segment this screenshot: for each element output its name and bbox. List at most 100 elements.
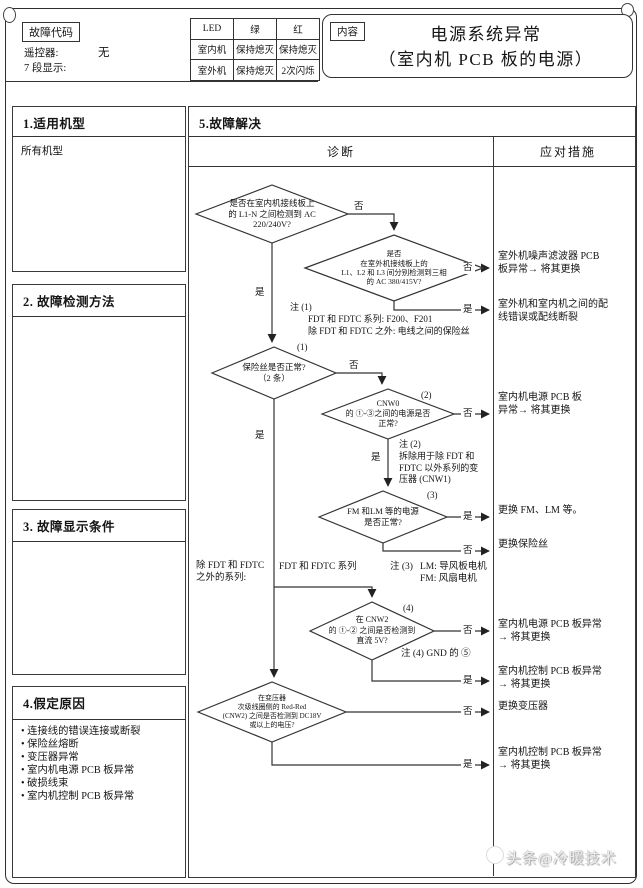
section-1-title: 1.适用机型 [23,117,86,131]
diagnosis-column-header: 诊断 [327,145,356,159]
page-curl-left-icon [3,7,16,23]
label-no-d6: 否 [461,625,475,637]
fault-code-label: 故障代码 [22,22,80,42]
note-1-label: 注 (1) [290,302,312,312]
action-text-7: 室内机控制 PCB 板异常 → 将其更换 [498,666,602,690]
decision-2-text: 是否 在室外机接线板上的 L1、L2 和 L3 间分别检测到三相 的 AC 38… [341,249,447,287]
section-4-rule [13,719,185,720]
section-2-title: 2. 故障检测方法 [23,295,116,309]
label-yes-d2: 是 [461,304,475,316]
content-label: 内容 [330,22,365,41]
connector-d6-yes [371,660,490,686]
note-ref-3: (3) [427,490,438,500]
section-applicable-models: 1.适用机型 所有机型 [12,106,186,272]
action-text-3: 室内机电源 PCB 板 异常→ 将其更换 [498,392,582,416]
page-title-line1: 电源系统异常 [430,25,542,44]
led-cell: 保持熄灭 [276,38,320,60]
section-3-title: 3. 故障显示条件 [23,520,116,534]
section-3-rule [13,541,185,542]
decision-diamond-3 [210,346,338,400]
action-text-4: 更换 FM、LM 等。 [498,505,583,516]
label-no-d2: 否 [461,262,475,274]
note-ref-1: (1) [297,342,308,352]
connector-d7-yes [271,742,490,770]
column-divider [493,136,494,876]
action-text-9: 室内机控制 PCB 板异常 → 将其更换 [498,747,602,771]
section-4-title: 4.假定原因 [23,697,86,711]
action-text-2: 室外机和室内机之间的配 线错误或配线断裂 [498,299,608,323]
led-cell: 保持熄灭 [233,59,277,81]
note-2-label: 注 (2) [399,439,421,449]
assumed-causes-list: • 连接线的错误连接或断裂 • 保险丝熔断 • 变压器异常 • 室内机电源 PC… [21,726,141,802]
connector-d5-no [382,543,490,556]
connector-branch-fdt [274,586,377,598]
label-no-d5: 否 [461,545,475,557]
decision-4-text: CNW0 的 ①-③之间的电源是否 正常? [345,399,431,428]
page-title-line2: （室内机 PCB 板的电源） [378,50,594,69]
decision-3-text: 保险丝是否正常? （2 条） [242,361,306,383]
connector-d1-no [348,213,399,231]
branch-label-fdt: FDT 和 FDTC 系列 [279,562,357,572]
led-cell: 绿 [233,18,277,40]
section-5-title: 5.故障解决 [199,117,262,131]
section-2-rule [13,316,185,317]
title-box [322,14,633,78]
flowchart-canvas [194,184,490,770]
led-cell: 保持熄灭 [233,38,277,60]
label-no-d7: 否 [461,706,475,718]
note-ref-2: (2) [421,390,432,400]
led-cell: 2次闪烁 [276,59,320,81]
label-yes-d3: 是 [253,430,267,442]
section-fault-detection: 2. 故障检测方法 [12,284,186,501]
decision-diamond-6 [308,601,436,661]
connector-d2-yes [393,301,490,315]
note-3-label: 注 (3) [390,562,413,572]
decision-diamond-2 [303,234,485,302]
led-cell: 室内机 [190,38,234,60]
page-title: 电源系统异常 （室内机 PCB 板的电源） [352,22,620,72]
remote-label: 遥控器: [24,48,59,59]
led-status-table: LED 绿 红 室内机 保持熄灭 保持熄灭 室外机 保持熄灭 2次闪烁 [190,18,320,81]
decision-diamond-7 [196,681,348,743]
led-cell: 室外机 [190,59,234,81]
decision-5-text: FM 和LM 等的电源 是否正常? [347,505,419,527]
note-3-body: LM: 导风板电机 FM: 风扇电机 [420,562,487,584]
watermark-text: 头条@冷暖技术 [506,851,617,867]
label-yes-d7: 是 [461,759,475,771]
page-border [5,8,637,884]
column-header-rule [189,166,635,167]
led-cell: LED [190,18,234,40]
note-4-label: 注 (4) GND 的 ⑤ [401,649,471,659]
decision-diamond-5 [317,490,449,544]
section-1-rule [13,136,185,137]
decision-6-text: 在 CNW2 的 ①-② 之间是否检测到 直流 5V? [328,615,416,646]
decision-1-text: 是否在室内机接线板上 的 L1-N 之间检测到 AC 220/240V? [228,198,316,230]
label-yes-d6: 是 [461,675,475,687]
header-divider [6,81,318,82]
note-ref-4: (4) [403,603,414,613]
led-cell: 红 [276,18,320,40]
watermark-logo-icon [486,846,504,864]
connector-d3-no [336,372,387,385]
decision-diamond-1 [194,184,350,244]
branch-label-non-fdt: 除 FDT 和 FDTC 之外的系列: [196,561,265,583]
label-no-d1: 否 [352,201,366,213]
action-text-1: 室外机噪声滤波器 PCB 板异常→ 将其更换 [498,251,600,275]
label-no-d3: 否 [347,360,361,372]
action-text-8: 更换变压器 [498,701,548,712]
label-yes-d5: 是 [461,511,475,523]
label-yes-d4: 是 [369,452,383,464]
label-no-d4: 否 [461,408,475,420]
action-text-6: 室内机电源 PCB 板异常 → 将其更换 [498,619,602,643]
section-1-body: 所有机型 [21,146,63,157]
action-column-header: 应对措施 [540,145,597,159]
section-fault-display: 3. 故障显示条件 [12,509,186,675]
decision-diamond-4 [320,388,456,440]
label-yes-d1: 是 [253,287,267,299]
note-2-body: 拆除用于除 FDT 和 FDTC 以外系列的变 压器 (CNW1) [399,451,479,484]
section-5-rule [189,136,635,137]
decision-7-text: 在变压器 次级线圈侧的 Red-Red (CNW2) 之间是否检测到 DC18V… [222,693,322,730]
seven-seg-label: 7 段显示: [24,63,67,74]
note-1-body: FDT 和 FDTC 系列: F200、F201 除 FDT 和 FDTC 之外… [308,314,470,336]
